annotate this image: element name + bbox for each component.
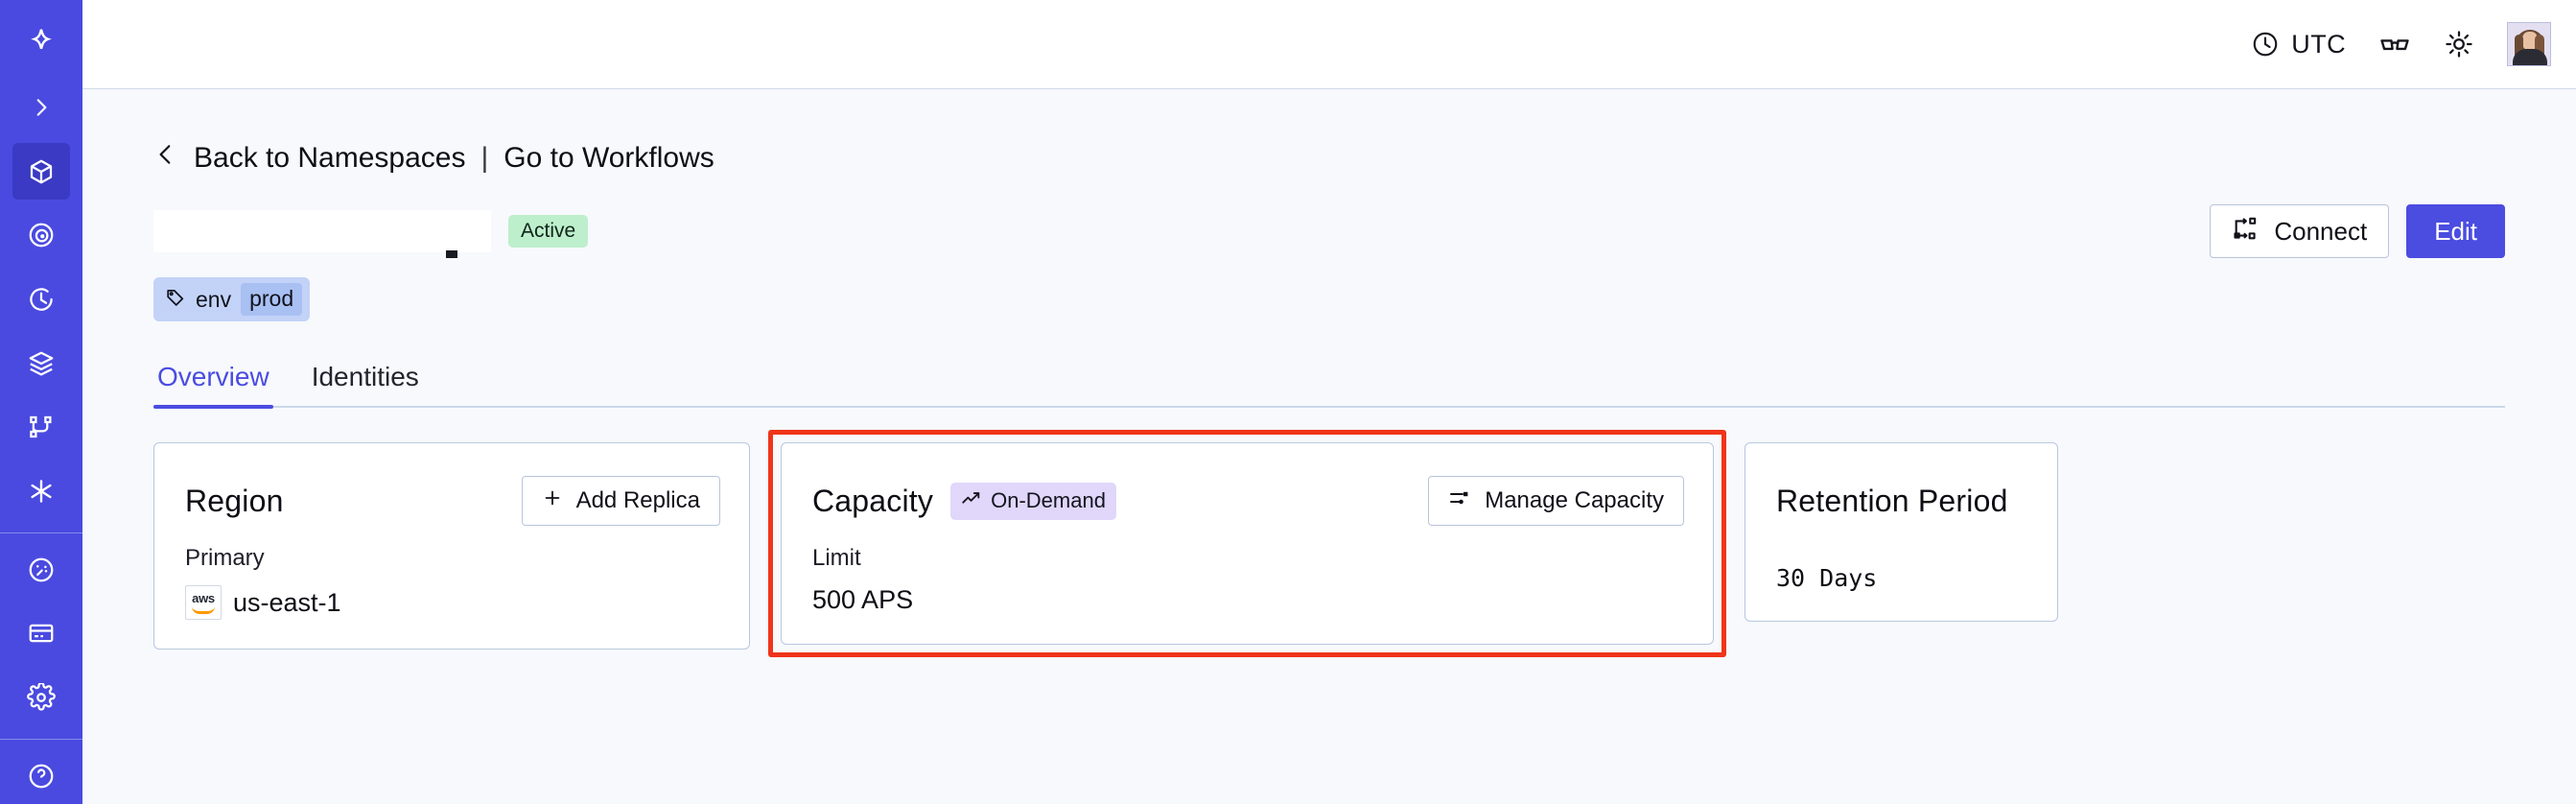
trending-up-icon <box>961 488 982 513</box>
expand-nav-chevron-right-icon[interactable] <box>12 80 70 136</box>
tag-value: prod <box>241 283 303 316</box>
tab-bar: Overview Identities <box>153 362 2505 409</box>
manage-capacity-button[interactable]: Manage Capacity <box>1428 476 1684 526</box>
capacity-value: 500 APS <box>812 585 914 614</box>
edit-button[interactable]: Edit <box>2406 204 2505 258</box>
retention-card-header: Retention Period <box>1776 476 2028 526</box>
back-to-namespaces-link[interactable]: Back to Namespaces <box>194 142 466 174</box>
capacity-mode-badge: On-Demand <box>950 482 1116 520</box>
aws-logo-icon: aws <box>185 585 222 620</box>
overview-cards: Region Add Replica <box>153 430 2505 657</box>
primary-sidebar <box>0 0 82 804</box>
capacity-mode-label: On-Demand <box>991 487 1106 512</box>
header-actions: Connect Edit <box>2210 204 2505 258</box>
sidebar-item-namespaces[interactable] <box>12 143 70 201</box>
region-card-header: Region Add Replica <box>185 476 720 526</box>
status-badge: Active <box>508 215 589 248</box>
avatar-face <box>2522 32 2538 51</box>
sidebar-item-settings[interactable] <box>12 670 70 726</box>
aws-logo-text: aws <box>192 590 215 605</box>
edit-button-label: Edit <box>2434 216 2477 246</box>
region-card-title: Region <box>185 483 284 518</box>
user-avatar[interactable] <box>2507 22 2551 66</box>
avatar-hair-left <box>2515 35 2523 63</box>
tag-key: env <box>196 286 232 312</box>
retention-value: 30 Days <box>1776 564 1878 592</box>
capacity-sub-label: Limit <box>812 545 861 571</box>
chevron-left-icon[interactable] <box>153 139 178 177</box>
capacity-card-header: Capacity On-Demand <box>768 430 1726 657</box>
sidebar-item-usage[interactable] <box>12 541 70 598</box>
top-bar: UTC <box>82 0 2576 89</box>
connect-button-label: Connect <box>2274 216 2368 246</box>
add-replica-label: Add Replica <box>575 487 700 513</box>
tag-chip-env[interactable]: env prod <box>153 277 311 321</box>
plus-icon <box>542 487 563 515</box>
sidebar-item-nexus[interactable] <box>12 463 70 520</box>
go-to-workflows-link[interactable]: Go to Workflows <box>503 142 714 174</box>
top-bar-actions: UTC <box>2251 22 2551 66</box>
region-card: Region Add Replica <box>153 442 750 650</box>
page-content: Back to Namespaces | Go to Workflows Act… <box>82 89 2576 804</box>
retention-card-title: Retention Period <box>1776 483 2008 518</box>
region-card-action: Add Replica <box>521 476 720 526</box>
manage-capacity-label: Manage Capacity <box>1485 487 1664 513</box>
tab-identities[interactable]: Identities <box>311 362 419 391</box>
breadcrumb-divider: | <box>480 142 489 174</box>
sun-icon[interactable] <box>2444 29 2474 59</box>
tag-icon <box>165 287 186 312</box>
clock-icon <box>2251 30 2280 59</box>
sidebar-divider-1 <box>0 532 82 534</box>
main-area: UTC <box>82 0 2576 804</box>
sidebar-item-help[interactable] <box>12 747 70 804</box>
capacity-card: Capacity On-Demand <box>768 430 1726 657</box>
capacity-card-action: Manage Capacity <box>768 430 1726 657</box>
aws-swoosh <box>192 606 215 614</box>
region-sub-label: Primary <box>185 545 265 571</box>
sidebar-item-workflows[interactable] <box>12 399 70 456</box>
connect-button[interactable]: Connect <box>2210 204 2390 258</box>
timezone-label: UTC <box>2291 29 2346 59</box>
avatar-body <box>2513 49 2547 65</box>
region-value-row: aws us-east-1 <box>185 585 720 620</box>
glasses-icon[interactable] <box>2378 28 2411 60</box>
timezone-selector[interactable]: UTC <box>2251 30 2346 59</box>
sidebar-item-observability[interactable] <box>12 207 70 264</box>
tab-overview[interactable]: Overview <box>153 362 273 409</box>
namespace-header: Active <box>153 204 2505 258</box>
breadcrumb: Back to Namespaces | Go to Workflows <box>153 139 2505 177</box>
sidebar-divider-2 <box>0 739 82 741</box>
sidebar-item-history[interactable] <box>12 272 70 328</box>
sidebar-item-billing[interactable] <box>12 605 70 662</box>
brand-logo-icon[interactable] <box>12 15 70 72</box>
capacity-card-title: Capacity <box>812 483 934 518</box>
manage-capacity-highlight <box>768 430 1726 657</box>
namespace-name <box>153 210 491 258</box>
retention-card: Retention Period 30 Days <box>1745 442 2058 622</box>
connect-flow-icon <box>2232 215 2259 248</box>
add-replica-button[interactable]: Add Replica <box>521 476 720 526</box>
namespace-tags: env prod <box>153 277 2505 321</box>
sliders-icon <box>1448 486 1471 516</box>
sidebar-item-layers[interactable] <box>12 335 70 391</box>
region-value: us-east-1 <box>233 587 341 617</box>
